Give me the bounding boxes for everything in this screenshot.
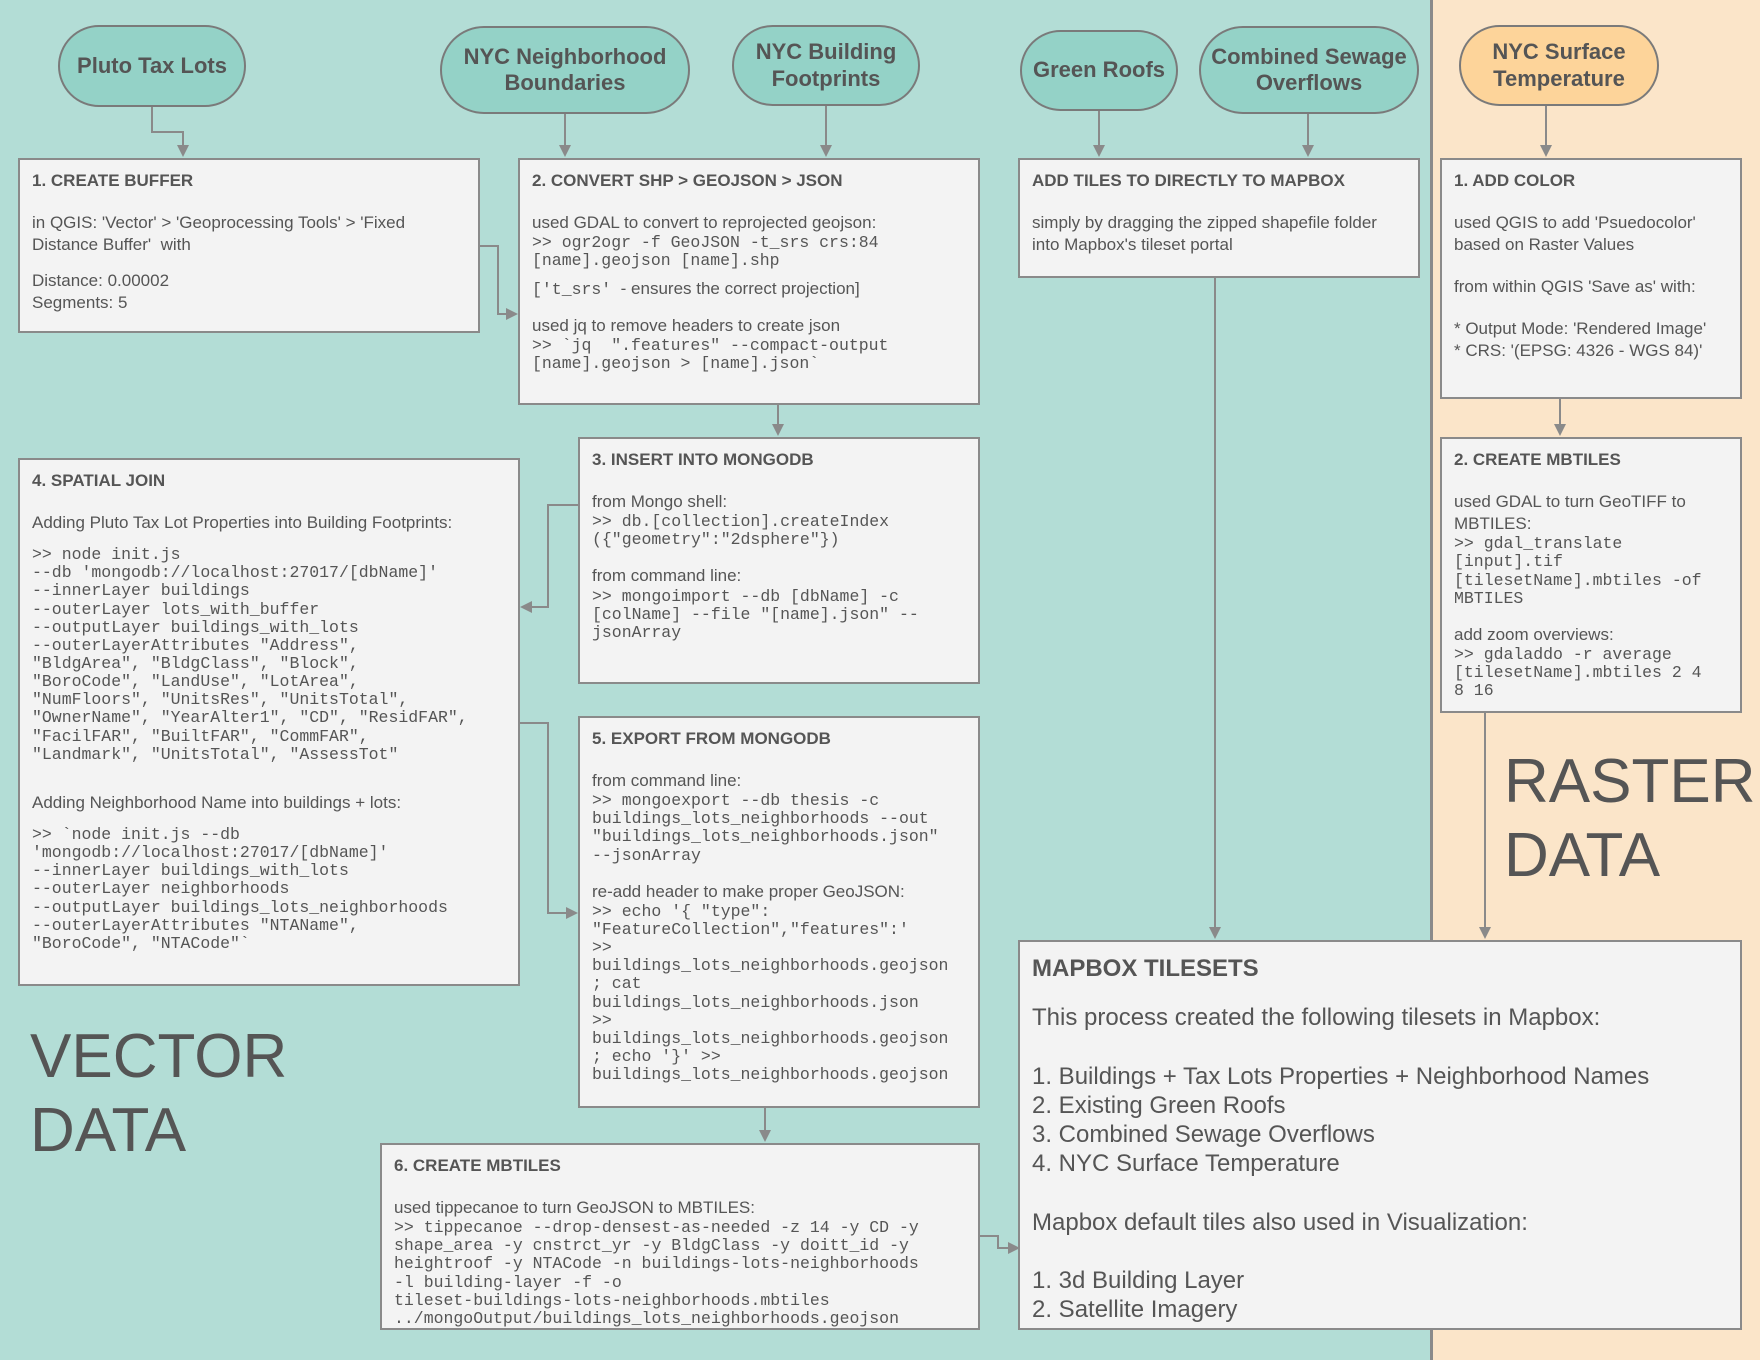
default-tile-item: 1. 3d Building Layer xyxy=(1032,1266,1245,1294)
step-title: 2. CONVERT SHP > GEOJSON > JSON xyxy=(532,171,843,190)
step-code: >> tippecanoe --drop-densest-as-needed -… xyxy=(394,1218,919,1328)
tileset-intro: This process created the following tiles… xyxy=(1032,1004,1601,1032)
step-text: used jq to remove headers to create json xyxy=(532,315,841,335)
step-code: >> `jq ".features" --compact-output [nam… xyxy=(532,335,899,373)
source-label: Green Roofs xyxy=(1032,57,1166,83)
step-text: used GDAL to turn GeoTIFF to MBTILES: xyxy=(1454,492,1691,534)
source-label: NYC Neighborhood Boundaries xyxy=(463,43,667,95)
source-nyc-neighborhood-boundaries: NYC Neighborhood Boundaries xyxy=(440,26,690,114)
default-tiles-intro: Mapbox default tiles also used in Visual… xyxy=(1032,1208,1528,1236)
step-code: >> db.[collection].createIndex ({"geomet… xyxy=(592,512,899,550)
step-title: MAPBOX TILESETS xyxy=(1032,955,1259,982)
step-note-text: - ensures the correct projection] xyxy=(611,279,860,299)
step-spatial-join: 4. SPATIAL JOIN Adding Pluto Tax Lot Pro… xyxy=(18,458,520,986)
source-combined-sewage-overflows: Combined Sewage Overflows xyxy=(1199,26,1419,114)
step-text: re-add header to make proper GeoJSON: xyxy=(592,881,905,901)
tileset-item: 4. NYC Surface Temperature xyxy=(1032,1150,1340,1178)
step-text: from command line: xyxy=(592,771,742,791)
source-pluto-tax-lots: Pluto Tax Lots xyxy=(58,25,246,107)
step-text: * Output Mode: 'Rendered Image' * CRS: '… xyxy=(1454,319,1707,361)
step-code: >> gdal_translate [input].tif [tilesetNa… xyxy=(1454,534,1702,608)
step-code: >> gdaladdo -r average [tilesetName].mbt… xyxy=(1454,644,1702,701)
step-add-color: 1. ADD COLOR used QGIS to add 'Psuedocol… xyxy=(1440,158,1742,399)
source-label: Pluto Tax Lots xyxy=(77,52,227,78)
step-title: ADD TILES TO DIRECTLY TO MAPBOX xyxy=(1032,171,1345,190)
step-add-tiles-to-mapbox: ADD TILES TO DIRECTLY TO MAPBOX simply b… xyxy=(1018,158,1420,278)
step-text: from command line: xyxy=(592,566,742,586)
vector-data-label: VECTOR DATA xyxy=(30,1022,288,1166)
step-code: >> node init.js --db 'mongodb://localhos… xyxy=(32,545,468,764)
mapbox-tilesets: MAPBOX TILESETS This process created the… xyxy=(1018,940,1742,1330)
tileset-item: 3. Combined Sewage Overflows xyxy=(1032,1121,1375,1149)
step-text: used tippecanoe to turn GeoJSON to MBTIL… xyxy=(394,1198,755,1218)
step-text: add zoom overviews: xyxy=(1454,624,1614,644)
step-create-buffer: 1. CREATE BUFFER in QGIS: 'Vector' > 'Ge… xyxy=(18,158,480,333)
step-text: from within QGIS 'Save as' with: xyxy=(1454,277,1696,297)
step-title: 4. SPATIAL JOIN xyxy=(32,471,166,490)
step-text: Adding Pluto Tax Lot Properties into Bui… xyxy=(32,513,453,533)
step-insert-into-mongodb: 3. INSERT INTO MONGODB from Mongo shell:… xyxy=(578,437,980,684)
step-export-from-mongodb: 5. EXPORT FROM MONGODB from command line… xyxy=(578,716,980,1108)
step-text: Distance: 0.00002 Segments: 5 xyxy=(32,271,170,313)
step-title: 1. ADD COLOR xyxy=(1454,171,1576,190)
source-nyc-surface-temperature: NYC Surface Temperature xyxy=(1459,25,1659,106)
step-create-raster-mbtiles: 2. CREATE MBTILES used GDAL to turn GeoT… xyxy=(1440,437,1742,713)
step-code: >> mongoexport --db thesis -c buildings_… xyxy=(592,791,939,865)
raster-data-label: RASTER DATA xyxy=(1504,747,1756,891)
step-text: in QGIS: 'Vector' > 'Geoprocessing Tools… xyxy=(32,213,410,255)
step-text: used GDAL to convert to reprojected geoj… xyxy=(532,213,877,233)
step-note-code: ['t_srs' xyxy=(532,280,612,300)
tileset-item: 2. Existing Green Roofs xyxy=(1032,1091,1286,1119)
step-note: ['t_srs' - ensures the correct projectio… xyxy=(532,278,966,300)
step-text: used QGIS to add 'Psuedocolor' based on … xyxy=(1454,213,1701,255)
step-code: >> mongoimport --db [dbName] -c [colName… xyxy=(592,586,919,642)
source-label: NYC Surface Temperature xyxy=(1492,39,1626,91)
step-title: 5. EXPORT FROM MONGODB xyxy=(592,729,831,748)
source-green-roofs: Green Roofs xyxy=(1020,30,1178,111)
step-title: 3. INSERT INTO MONGODB xyxy=(592,450,814,469)
step-title: 2. CREATE MBTILES xyxy=(1454,450,1621,469)
step-code: >> `node init.js --db 'mongodb://localho… xyxy=(32,824,448,953)
default-tile-item: 2. Satellite Imagery xyxy=(1032,1296,1238,1324)
source-nyc-building-footprints: NYC Building Footprints xyxy=(732,25,920,106)
step-convert-shp: 2. CONVERT SHP > GEOJSON > JSON used GDA… xyxy=(518,158,980,405)
step-text: from Mongo shell: xyxy=(592,492,728,512)
tileset-item: 1. Buildings + Tax Lots Properties + Nei… xyxy=(1032,1062,1650,1090)
step-code: >> ogr2ogr -f GeoJSON -t_srs crs:84 [nam… xyxy=(532,233,889,271)
step-title: 6. CREATE MBTILES xyxy=(394,1156,561,1175)
step-title: 1. CREATE BUFFER xyxy=(32,171,194,190)
step-text: simply by dragging the zipped shapefile … xyxy=(1032,213,1382,255)
step-code: >> echo '{ "type": "FeatureCollection","… xyxy=(592,901,949,1085)
step-text: Adding Neighborhood Name into buildings … xyxy=(32,792,402,812)
source-label: NYC Building Footprints xyxy=(755,39,897,91)
source-label: Combined Sewage Overflows xyxy=(1211,43,1407,95)
step-create-mbtiles: 6. CREATE MBTILES used tippecanoe to tur… xyxy=(380,1143,980,1330)
